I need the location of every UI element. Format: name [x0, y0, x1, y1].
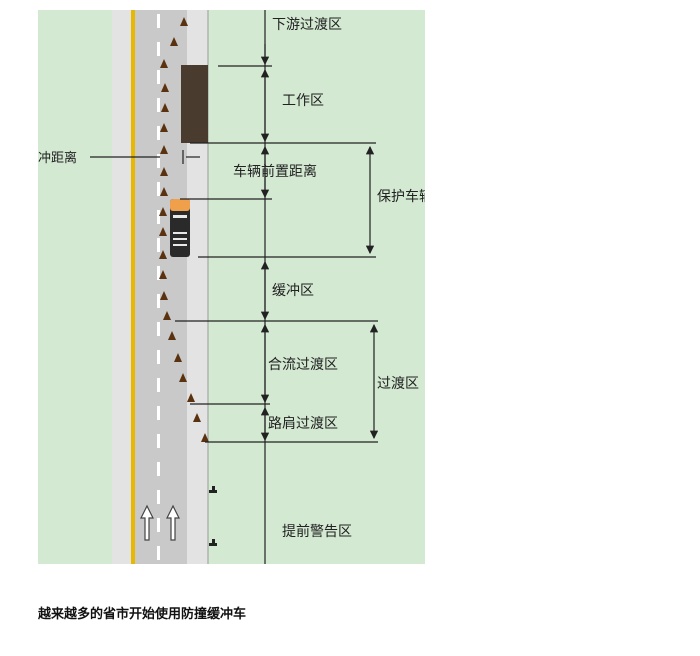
label-merge-transition: 合流过渡区	[268, 357, 338, 373]
left-mask	[0, 10, 38, 570]
traffic-cone	[187, 393, 195, 402]
center-line	[131, 10, 135, 564]
traffic-cone	[160, 145, 168, 154]
grass-area	[38, 10, 425, 564]
traffic-cones	[159, 17, 209, 442]
traffic-cone	[159, 207, 167, 216]
traffic-cone	[159, 270, 167, 279]
traffic-cone	[180, 17, 188, 26]
traffic-cone	[159, 250, 167, 259]
traffic-cone	[201, 433, 209, 442]
traffic-cone	[174, 353, 182, 362]
traffic-cone	[179, 373, 187, 382]
left-shoulder	[112, 10, 132, 564]
traffic-cone	[160, 123, 168, 132]
traffic-cone	[159, 227, 167, 236]
traffic-cone	[193, 413, 201, 422]
protection-vehicle	[170, 199, 190, 257]
traffic-cone	[163, 311, 171, 320]
traffic-cone	[160, 167, 168, 176]
dimension-lines	[90, 10, 379, 564]
traffic-cone	[160, 187, 168, 196]
label-downstream-transition: 下游过渡区	[272, 17, 342, 33]
road-lanes	[135, 10, 187, 564]
up-arrow-icon	[166, 504, 180, 541]
traffic-cone	[168, 331, 176, 340]
traffic-zone-diagram: 下游过渡区 工作区 车辆前置距离 保护车辆 缓冲区 合流过渡区 过渡区 路肩过渡…	[0, 10, 700, 570]
traffic-cone	[161, 83, 169, 92]
traffic-cone	[170, 37, 178, 46]
label-vehicle-front-distance: 车辆前置距离	[233, 163, 317, 180]
label-buffer-distance: 缓冲距离	[25, 150, 77, 166]
label-shoulder-transition: 路肩过渡区	[268, 416, 338, 432]
label-protection-vehicle: 保护车辆	[377, 188, 433, 205]
lane-dashes	[157, 14, 160, 560]
label-work-zone: 工作区	[282, 93, 324, 109]
right-shoulder	[187, 10, 208, 564]
label-transition-zone: 过渡区	[377, 376, 419, 392]
up-arrow-icon	[140, 504, 154, 541]
work-area-block	[181, 65, 208, 143]
label-buffer-zone: 缓冲区	[272, 283, 314, 299]
caption: 越来越多的省市开始使用防撞缓冲车	[38, 607, 247, 622]
barrier-markers	[209, 486, 217, 546]
traffic-cone	[160, 291, 168, 300]
traffic-cone	[161, 103, 169, 112]
right-mask	[425, 10, 700, 570]
traffic-cone	[160, 59, 168, 68]
label-advance-warning: 提前警告区	[282, 523, 352, 540]
